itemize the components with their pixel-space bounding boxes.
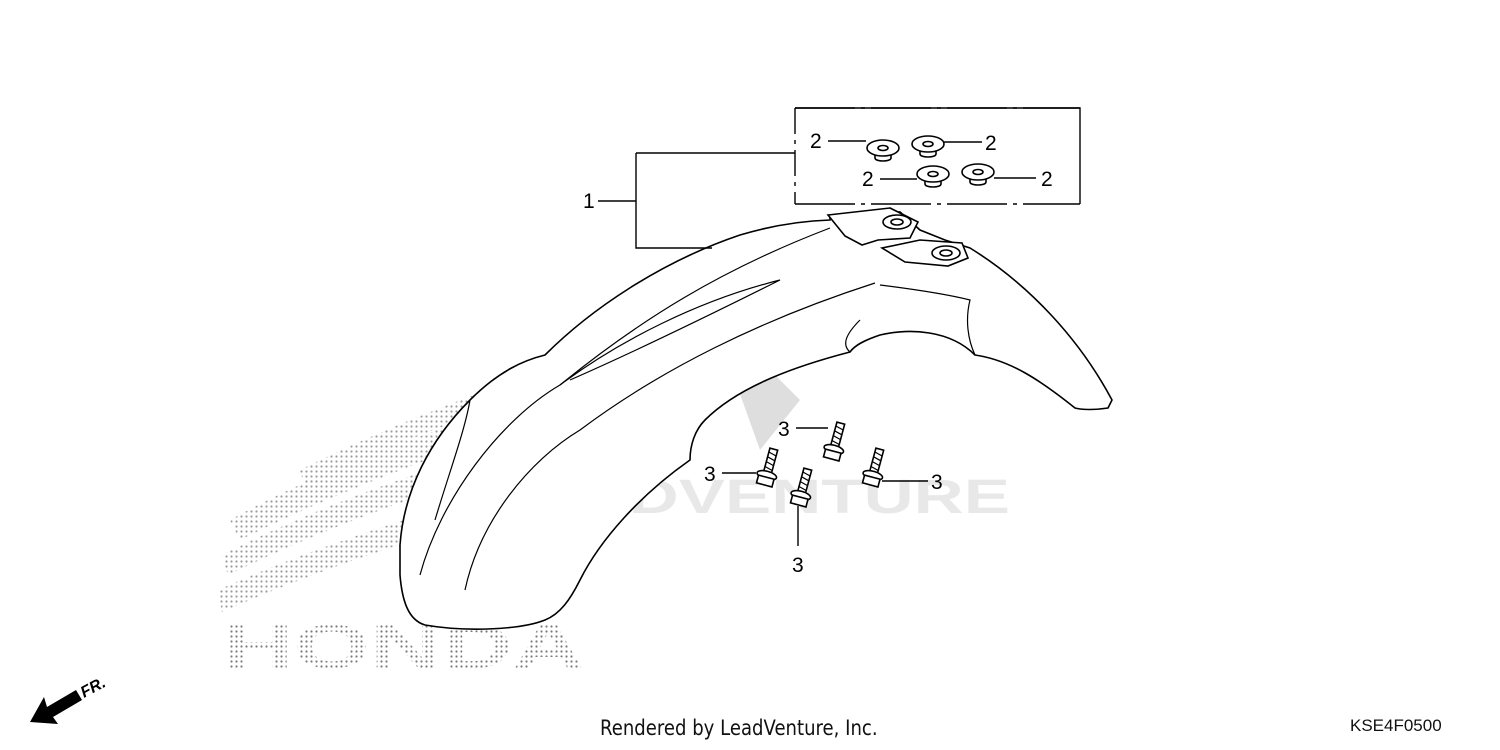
callout-3: 3 (704, 463, 716, 486)
setting-rubber-group (866, 135, 995, 188)
callout-2: 2 (810, 130, 822, 153)
front-fender-part (399, 207, 1113, 630)
callout-3: 3 (792, 554, 804, 577)
callout-3: 3 (778, 418, 790, 441)
callout-leaders-3 (722, 427, 928, 546)
callout-1: 1 (583, 190, 595, 213)
callout-2: 2 (985, 132, 997, 155)
callout-bracket-1 (598, 152, 795, 249)
front-direction-label: FR. (78, 674, 109, 701)
setting-rubber-part (961, 163, 995, 186)
callout-2: 2 (862, 168, 874, 191)
bolt-part (822, 421, 846, 462)
callout-3: 3 (931, 471, 943, 494)
front-direction-arrow-icon (30, 690, 82, 724)
callout-2: 2 (1041, 168, 1053, 191)
bolt-part (789, 467, 813, 508)
setting-rubber-part (866, 139, 900, 162)
setting-rubber-part (916, 165, 950, 188)
bolt-part (861, 447, 885, 488)
kit-box (794, 107, 1081, 205)
callout-leaders-2 (828, 140, 1036, 180)
setting-rubber-part (911, 135, 945, 158)
render-credit: Rendered by LeadVenture, Inc. (600, 716, 878, 740)
bolt-group (755, 421, 885, 508)
diagram-code: KSE4F0500 (1350, 716, 1442, 735)
bolt-part (755, 447, 779, 488)
